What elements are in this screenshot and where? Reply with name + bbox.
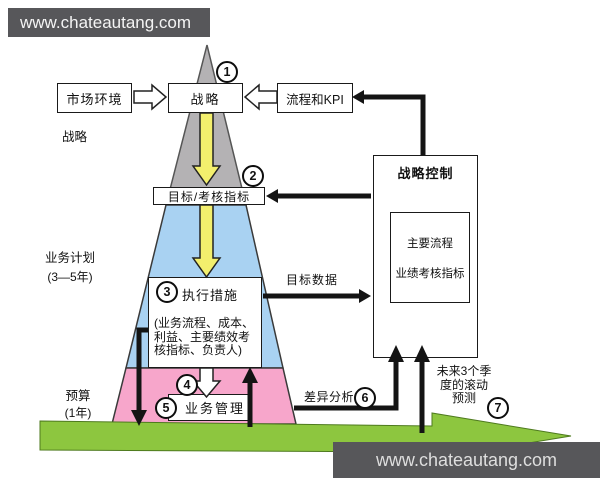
black-flow-lines [136, 94, 426, 433]
execution-detail-line1: (业务流程、成本、 [154, 316, 254, 330]
watermark-banner-top: www.chateautang.com [8, 8, 210, 37]
step-circle-1: 1 [216, 61, 238, 83]
forecast-line1: 未来3个季 [436, 364, 492, 378]
step-circle-4: 4 [176, 374, 198, 396]
strategy-box-label: 战略 [190, 91, 221, 107]
step-circle-6: 6 [354, 387, 376, 409]
side-label-budget: 预算 [65, 389, 91, 403]
strategy-control-inner-box: 主要流程 业绩考核指标 [390, 212, 470, 303]
flow-label-variance: 差异分析 [304, 390, 355, 404]
side-label-strategy: 战略 [62, 130, 88, 144]
line-control-to-kpi [364, 94, 426, 155]
execution-detail-line2: 利益、主要绩效考 [154, 329, 251, 344]
yellow-arrow-targets-to-execution [191, 204, 222, 279]
arrowhead-up-into-execution [242, 367, 258, 383]
arrowhead-forecast-up [414, 345, 430, 362]
yellow-arrow-strategy-to-targets [191, 112, 222, 187]
step-circle-5: 5 [155, 397, 177, 419]
line-execution-down [136, 327, 148, 411]
flow-label-forecast: 未来3个季 度的滚动 预测 [430, 364, 498, 406]
arrowhead-down-to-base [131, 410, 147, 426]
flow-label-target-data: 目标数据 [286, 273, 339, 287]
arrowhead-variance-up [388, 345, 404, 362]
strategy-box: 战略 [168, 83, 243, 113]
biz-mgmt-label: 业务管理 [184, 401, 245, 416]
forecast-line2: 度的滚动 [439, 377, 488, 392]
arrowhead-into-control-left [359, 289, 371, 303]
main-process-label: 主要流程 [407, 237, 453, 250]
step-circle-3: 3 [156, 281, 178, 303]
black-arrowheads [131, 90, 430, 426]
strategy-control-title: 战略控制 [397, 166, 454, 181]
line-variance-to-control [294, 361, 399, 411]
forecast-line3: 预测 [451, 391, 476, 405]
hollow-arrow-kpi-to-strategy [243, 83, 278, 111]
hollow-arrow-market-to-strategy [133, 83, 168, 111]
execution-detail-line3: 核指标、负责人) [154, 343, 242, 357]
process-kpi-label: 流程和KPI [286, 92, 344, 107]
side-label-bizplan: 业务计划 [44, 251, 95, 265]
process-kpi-box: 流程和KPI [277, 83, 353, 113]
market-env-box: 市场环境 [57, 83, 132, 113]
side-label-bizplan-period: (3—5年) [47, 270, 93, 284]
side-label-budget-period: (1年) [64, 406, 92, 420]
market-env-label: 市场环境 [66, 91, 123, 107]
targets-label: 目标/考核指标 [167, 189, 251, 204]
step-circle-7: 7 [487, 397, 509, 419]
execution-detail: (业务流程、成本、 利益、主要绩效考 核指标、负责人) [154, 316, 258, 358]
perf-indicator-label: 业绩考核指标 [395, 267, 465, 280]
hollow-arrow-execution-to-bizmgmt [191, 367, 222, 399]
watermark-banner-bottom: www.chateautang.com [333, 442, 600, 478]
step-circle-2: 2 [242, 165, 264, 187]
execution-title: 执行措施 [182, 288, 239, 303]
arrowhead-into-kpi [352, 90, 364, 104]
arrowhead-into-targets [266, 189, 278, 203]
